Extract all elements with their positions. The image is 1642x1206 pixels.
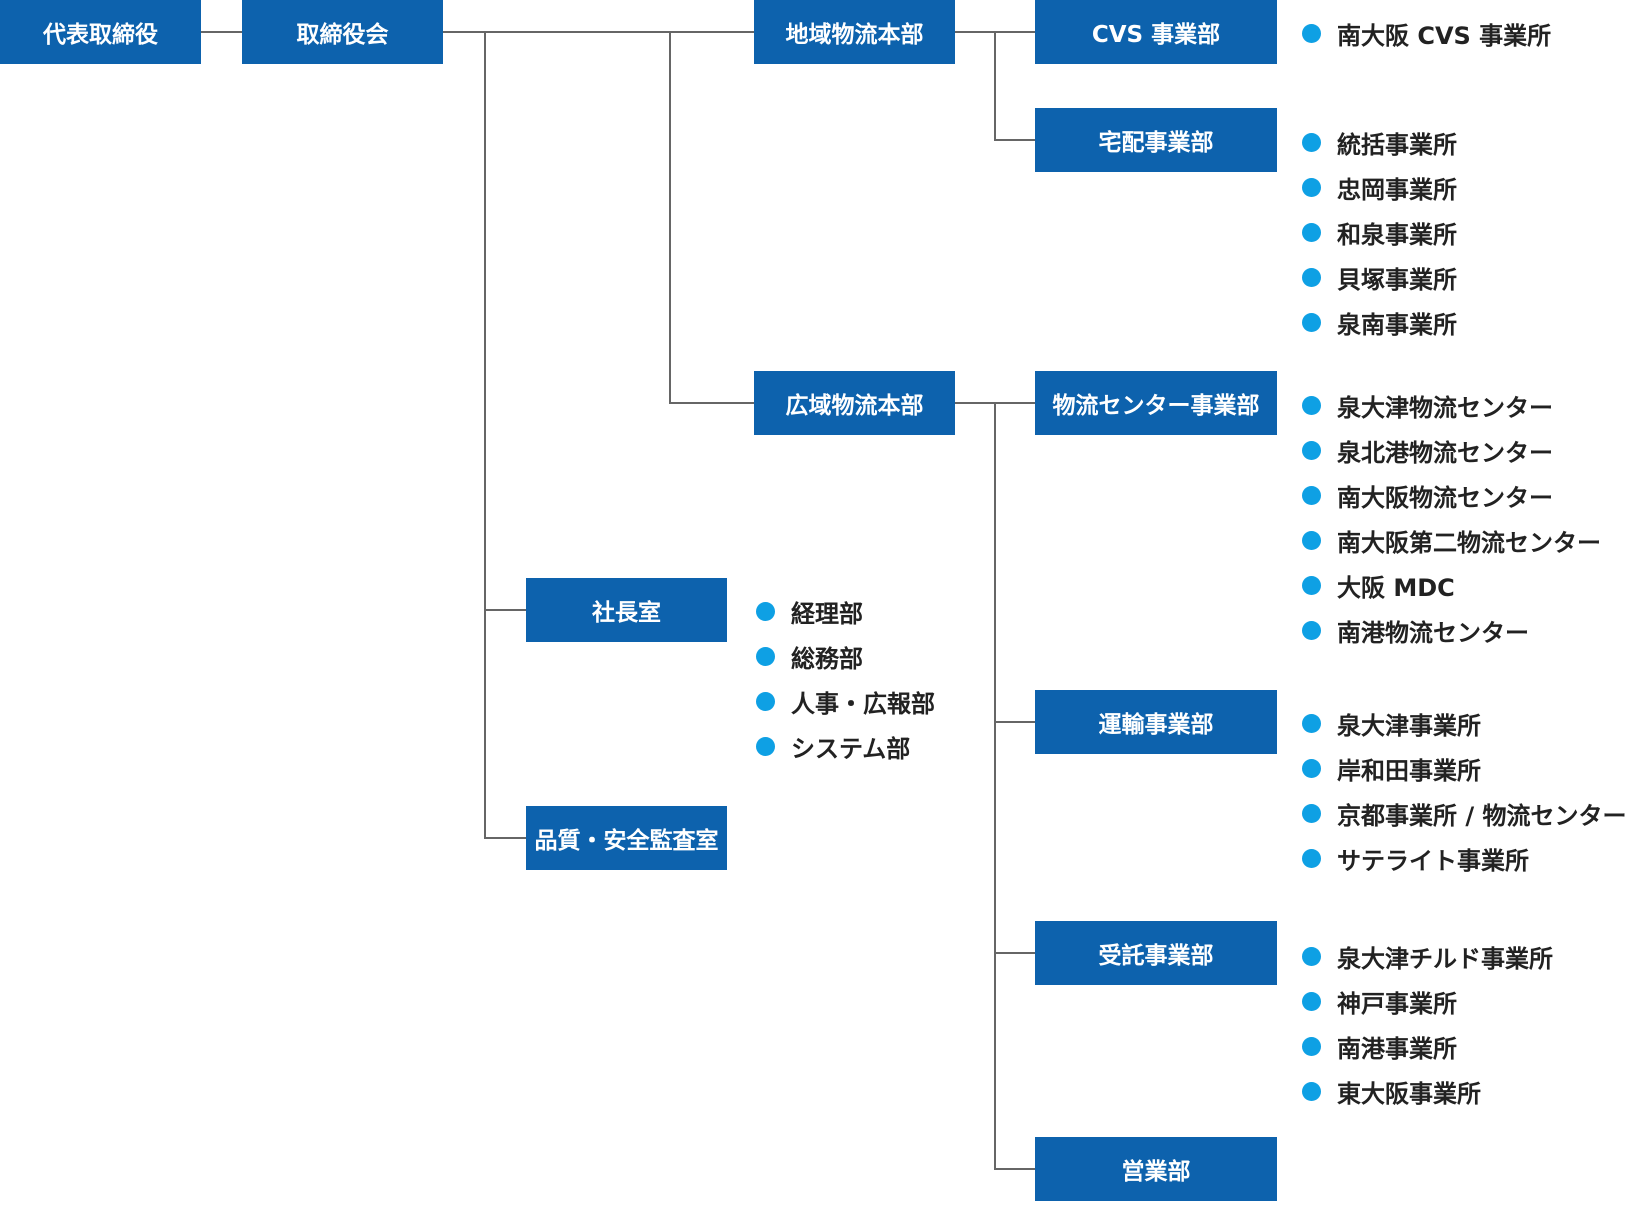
- delivery-division-label: 宅配事業部: [1098, 130, 1214, 156]
- bullet-dot: [1302, 222, 1321, 242]
- bullet-dot: [1302, 991, 1321, 1011]
- list-item-label: 泉大津物流センター: [1337, 393, 1553, 422]
- list-item: 南港事業所: [1302, 1030, 1457, 1063]
- list-item-label: 貝塚事業所: [1337, 265, 1457, 294]
- list-item: 統括事業所: [1302, 126, 1457, 159]
- list-item: 泉大津物流センター: [1302, 389, 1553, 422]
- list-item-label: 泉大津事業所: [1337, 711, 1481, 740]
- bullet-dot: [1302, 395, 1321, 415]
- list-item: システム部: [756, 730, 911, 763]
- transport-division-label: 運輸事業部: [1098, 712, 1214, 738]
- list-item-label: 人事・広報部: [791, 689, 935, 718]
- cvs-division-label: CVS 事業部: [1091, 22, 1221, 48]
- list-item: 忠岡事業所: [1302, 171, 1457, 204]
- president-office-box: 社長室: [526, 578, 727, 642]
- bullet-dot: [1302, 1081, 1321, 1101]
- bullet-dot: [756, 691, 775, 711]
- list-item: 南大阪第二物流センター: [1302, 524, 1601, 557]
- list-item-label: 南大阪物流センター: [1337, 483, 1553, 512]
- list-item: 泉大津チルド事業所: [1302, 940, 1553, 973]
- list-item: 人事・広報部: [756, 685, 935, 718]
- bullet-dot: [1302, 23, 1321, 43]
- president-office-label: 社長室: [592, 600, 661, 626]
- wide-area-hq-label: 広域物流本部: [785, 393, 924, 419]
- list-item-label: 和泉事業所: [1337, 220, 1457, 249]
- list-item: 京都事業所 / 物流センター: [1302, 797, 1627, 830]
- bullet-dot: [1302, 713, 1321, 733]
- list-item-label: 総務部: [791, 644, 863, 673]
- sales-division-box: 営業部: [1035, 1137, 1277, 1201]
- list-item-label: 南港物流センター: [1337, 618, 1529, 647]
- board-box: 取締役会: [242, 0, 443, 64]
- list-item-label: 大阪 MDC: [1337, 573, 1455, 602]
- list-item: 貝塚事業所: [1302, 261, 1457, 294]
- quality-audit-label: 品質・安全監査室: [534, 828, 719, 854]
- bullet-dot: [756, 601, 775, 621]
- transport-division-box: 運輸事業部: [1035, 690, 1277, 754]
- bullet-dot: [1302, 803, 1321, 823]
- bullet-dot: [1302, 620, 1321, 640]
- regional-hq-box: 地域物流本部: [754, 0, 955, 64]
- board-label: 取締役会: [296, 22, 389, 48]
- cvs-division-box: CVS 事業部: [1035, 0, 1277, 64]
- bullet-dot: [1302, 575, 1321, 595]
- list-item-label: 泉大津チルド事業所: [1337, 944, 1553, 973]
- list-item: 東大阪事業所: [1302, 1075, 1481, 1108]
- regional-hq-label: 地域物流本部: [785, 22, 924, 48]
- contract-division-box: 受託事業部: [1035, 921, 1277, 985]
- list-item-label: 統括事業所: [1337, 130, 1457, 159]
- list-item: サテライト事業所: [1302, 842, 1529, 875]
- wide-area-hq-box: 広域物流本部: [754, 371, 955, 435]
- bullet-dot: [1302, 132, 1321, 152]
- quality-audit-box: 品質・安全監査室: [526, 806, 727, 870]
- list-item: 和泉事業所: [1302, 216, 1457, 249]
- list-item: 泉南事業所: [1302, 306, 1457, 339]
- list-item-label: 南大阪 CVS 事業所: [1337, 21, 1552, 50]
- list-item: 総務部: [756, 640, 863, 673]
- list-item-label: 東大阪事業所: [1337, 1079, 1481, 1108]
- list-item-label: 泉南事業所: [1337, 310, 1457, 339]
- list-item-label: 京都事業所 / 物流センター: [1337, 801, 1627, 830]
- list-item: 泉北港物流センター: [1302, 434, 1553, 467]
- list-item-label: 南港事業所: [1337, 1034, 1457, 1063]
- list-item-label: 経理部: [791, 599, 863, 628]
- list-item-label: 神戸事業所: [1337, 989, 1457, 1018]
- sales-division-label: 営業部: [1121, 1159, 1191, 1185]
- bullet-dot: [1302, 267, 1321, 287]
- bullet-dot: [1302, 440, 1321, 460]
- list-item-label: システム部: [791, 734, 911, 763]
- list-item-label: 忠岡事業所: [1337, 175, 1457, 204]
- list-item: 岸和田事業所: [1302, 752, 1481, 785]
- bullet-dot: [1302, 177, 1321, 197]
- logistics-center-division-label: 物流センター事業部: [1052, 393, 1260, 419]
- delivery-division-box: 宅配事業部: [1035, 108, 1277, 172]
- list-item: 南港物流センター: [1302, 614, 1529, 647]
- list-item-label: 泉北港物流センター: [1337, 438, 1553, 467]
- ceo-box: 代表取締役: [0, 0, 201, 64]
- bullet-dot: [1302, 758, 1321, 778]
- bullet-dot: [756, 646, 775, 666]
- list-item-label: サテライト事業所: [1337, 846, 1529, 875]
- bullet-dot: [1302, 485, 1321, 505]
- list-item-label: 岸和田事業所: [1337, 756, 1481, 785]
- bullet-dot: [1302, 848, 1321, 868]
- list-item-label: 南大阪第二物流センター: [1337, 528, 1601, 557]
- ceo-label: 代表取締役: [43, 22, 158, 48]
- bullet-dot: [1302, 530, 1321, 550]
- list-item: 南大阪 CVS 事業所: [1302, 17, 1552, 50]
- list-item: 南大阪物流センター: [1302, 479, 1553, 512]
- bullet-dot: [1302, 1036, 1321, 1056]
- logistics-center-division-box: 物流センター事業部: [1035, 371, 1277, 435]
- list-item: 経理部: [756, 595, 863, 628]
- contract-division-label: 受託事業部: [1098, 943, 1214, 969]
- bullet-dot: [756, 736, 775, 756]
- bullet-dot: [1302, 312, 1321, 332]
- list-item: 大阪 MDC: [1302, 569, 1455, 602]
- bullet-dot: [1302, 946, 1321, 966]
- list-item: 泉大津事業所: [1302, 707, 1481, 740]
- list-item: 神戸事業所: [1302, 985, 1457, 1018]
